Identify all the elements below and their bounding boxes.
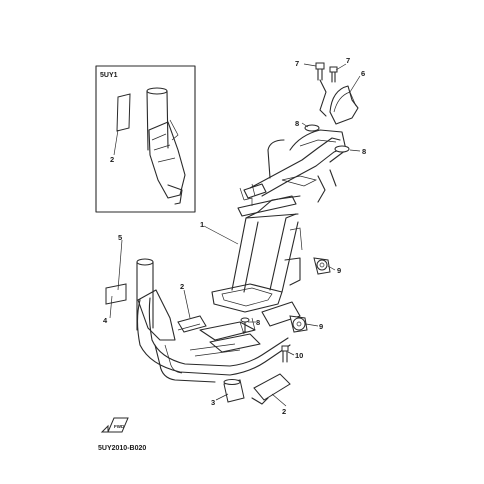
grommet-8-top-left [304,124,320,132]
callout-8-top-right: 8 [362,147,366,156]
leader-lines [109,63,361,407]
inset-5uy1: 5UY1 2 [95,65,196,213]
sleeve-3 [223,379,245,403]
callout-2-mid: 2 [180,282,184,291]
inset-sleeve [116,93,131,132]
bolt-7-left [315,62,325,81]
callout-2-inset: 2 [110,155,114,164]
callout-8-mid: 8 [256,318,260,327]
bolt-7-right [329,66,338,83]
callout-5: 5 [118,233,122,242]
damper-9-upper [313,257,331,275]
damper-9-lower [289,315,308,333]
callout-7-left: 7 [295,59,299,68]
head-pipe-top [136,258,154,266]
callout-3: 3 [211,398,215,407]
callout-8-top-left: 8 [295,119,299,128]
callout-2-bottom: 2 [282,407,286,416]
callout-9-upper: 9 [337,266,341,275]
callout-4: 4 [103,316,108,325]
front-marker-label: FWD [114,424,125,429]
bolt-10 [281,345,289,363]
sleeve-2-bottom [251,373,291,405]
inset-head-pipe [146,87,186,205]
strap [319,79,327,117]
inset-label: 5UY1 [100,72,118,79]
grommet-8-top-right [334,145,350,153]
bracket-6 [329,85,359,125]
callout-6: 6 [361,69,365,78]
callout-7-right: 7 [346,56,350,65]
inset-border [95,65,196,213]
callout-1: 1 [200,220,204,229]
main-frame [136,129,347,383]
callout-10: 10 [295,351,303,360]
grommet-8-mid [240,317,250,323]
front-marker: FWD [100,417,129,433]
plate-2-mid [177,315,207,333]
sleeve-5 [105,283,127,305]
callout-9-lower: 9 [319,322,323,331]
diagram-code: 5UY2010-B020 [98,445,146,452]
